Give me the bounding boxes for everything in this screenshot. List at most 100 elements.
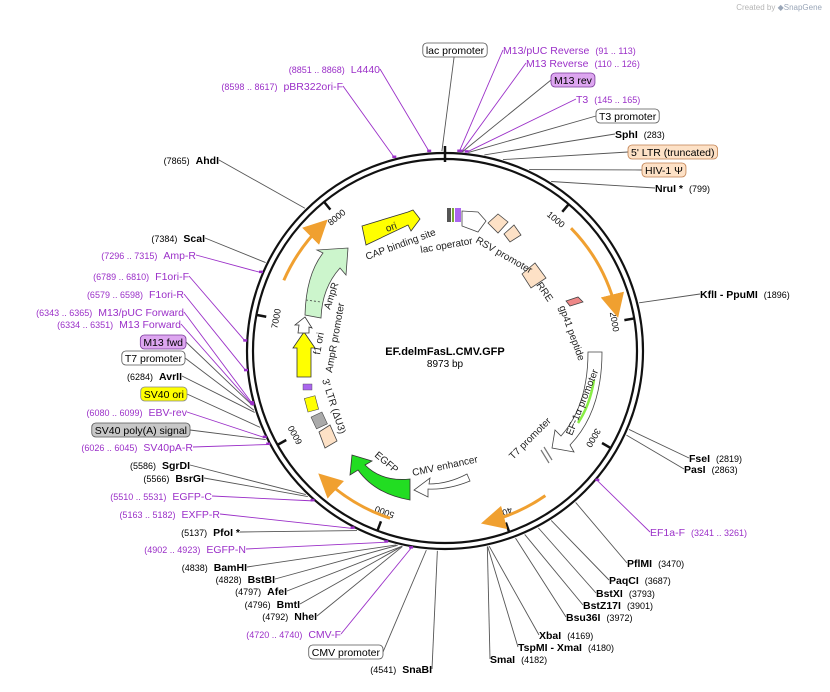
t7-promoter-label: T7 promoter xyxy=(507,415,554,462)
enzyme-position: (4169) xyxy=(567,631,593,641)
cmv-enhancer-label: CMV enhancer xyxy=(411,454,479,479)
label-afei: AfeI(4797) xyxy=(235,586,287,598)
label-m13-fwd: M13 fwd xyxy=(140,335,186,349)
leader-pbr322ori-f xyxy=(343,86,394,158)
leader-kfli-ppumi xyxy=(639,294,700,303)
feature-label: T7 promoter xyxy=(125,353,183,365)
label-t3-promoter: T3 promoter xyxy=(596,109,659,123)
primer-site-mark xyxy=(311,499,315,502)
tick-1000 xyxy=(562,204,568,212)
label-exfp-r: EXFP-R(5163 .. 5182) xyxy=(119,509,220,521)
leader-bstxi xyxy=(538,528,596,593)
primer-name: pBR322ori-F xyxy=(283,81,343,93)
enzyme-position: (283) xyxy=(644,130,665,140)
enzyme-name: TspMI - XmaI xyxy=(518,642,582,654)
rre-label: RRE xyxy=(534,280,555,304)
enzyme-name: KflI - PpuMI xyxy=(700,289,758,301)
enzyme-position: (4828) xyxy=(216,575,242,585)
enzyme-name: PfoI * xyxy=(213,527,241,539)
primer-range: (3241 .. 3261) xyxy=(691,528,747,538)
label-f1ori-r: F1ori-R(6579 .. 6598) xyxy=(87,289,184,301)
enzyme-name: BstZ17I xyxy=(583,600,621,612)
label-sgrdi: SgrDI(5586) xyxy=(130,460,190,472)
enzyme-position: (799) xyxy=(689,184,710,194)
primer-name: Amp-R xyxy=(163,250,196,262)
primer-name: EF1a-F xyxy=(650,527,685,539)
leader-l4440 xyxy=(380,69,429,152)
primer-range: (8598 .. 8617) xyxy=(221,82,277,92)
rsv-promoter-label: RSV promoter xyxy=(474,235,535,277)
ltr3-label: 3' LTR (ΔU3) xyxy=(319,378,347,436)
enzyme-name: ScaI xyxy=(183,233,205,245)
label-lac-promoter: lac promoter xyxy=(423,43,487,57)
primer-site-mark xyxy=(250,401,254,404)
enzyme-position: (1896) xyxy=(764,290,790,300)
label-ebv-rev: EBV-rev(6080 .. 6099) xyxy=(86,407,187,419)
enzyme-position: (3687) xyxy=(645,576,671,586)
label-t7-promoter: T7 promoter xyxy=(122,351,185,365)
primer-range: (4720 .. 4740) xyxy=(246,630,302,640)
snapgene-credit: Created by ◆SnapGene xyxy=(736,3,822,12)
label-bamhi: BamHI(4838) xyxy=(182,562,247,574)
rsv-promoter-feature xyxy=(462,211,486,232)
ltr3-feature xyxy=(319,425,337,448)
label-avrii: AvrII(6284) xyxy=(127,371,182,383)
feature-label: lac promoter xyxy=(426,45,485,57)
leader-sv40pa-r xyxy=(193,445,268,447)
label-xbai: XbaI (4169) xyxy=(539,630,593,642)
primer-site-mark xyxy=(259,271,263,274)
enzyme-name: AhdI xyxy=(196,155,219,167)
leader-snabi xyxy=(432,551,437,669)
label-l4440: L4440 (8851 .. 8868) xyxy=(289,64,380,76)
leader-amp-r xyxy=(196,255,261,273)
feature-label: T3 promoter xyxy=(599,111,657,123)
label-nrui: NruI * (799) xyxy=(655,183,710,195)
label-5-ltr-truncated: 5' LTR (truncated) xyxy=(628,145,718,159)
enzyme-name: Bsu36I xyxy=(566,612,601,624)
label-cmv-promoter: CMV promoter xyxy=(309,645,383,659)
label-bstbi: BstBI (4828) xyxy=(216,574,276,586)
primer-range: (6334 .. 6351) xyxy=(57,320,113,330)
primer-name: M13/pUC Forward xyxy=(98,307,184,319)
label-m13-puc-reverse: M13/pUC Reverse(91 .. 113) xyxy=(503,45,636,57)
label-sv40-ori: SV40 ori xyxy=(141,387,187,401)
enzyme-name: PflMI xyxy=(627,558,652,570)
tick-7000 xyxy=(256,315,266,317)
label-bmti: BmtI(4796) xyxy=(245,599,300,611)
enzyme-name: AvrII xyxy=(159,371,182,383)
primer-range: (8851 .. 8868) xyxy=(289,65,345,75)
label-bstz17i: BstZ17I(3901) xyxy=(583,600,653,612)
cap-site-mark xyxy=(452,208,454,222)
enzyme-position: (2863) xyxy=(712,465,738,475)
gp41-label: gp41 peptide xyxy=(556,304,586,363)
leader-t3 xyxy=(467,99,576,152)
leader-ef1a-f xyxy=(597,481,650,532)
primer-range: (6080 .. 6099) xyxy=(86,408,142,418)
primer-name: CMV-F xyxy=(308,629,341,641)
enzyme-name: BstBI xyxy=(248,574,276,586)
enzyme-name: SmaI xyxy=(490,654,515,666)
label-amp-r: Amp-R(7296 .. 7315) xyxy=(101,250,196,262)
feature-label: HIV-1 Ψ xyxy=(645,165,683,177)
egfp-label: EGFP xyxy=(372,450,400,476)
t7-promoter-mark-right-2 xyxy=(541,450,549,463)
enzyme-name: XbaI xyxy=(539,630,561,642)
enzyme-name: NheI xyxy=(294,611,317,623)
label-snabi: SnaBI(4541) xyxy=(370,664,432,676)
primer-name: F1ori-F xyxy=(155,271,189,283)
tick-label: 6000 xyxy=(286,424,305,446)
label-cmv-f: CMV-F (4720 .. 4740) xyxy=(246,629,341,641)
enzyme-name: NruI * xyxy=(655,183,684,195)
f1-ori-label: f1 ori xyxy=(312,332,327,356)
leader-avrii xyxy=(182,376,255,412)
feature-label: CMV promoter xyxy=(312,647,381,659)
primer-range: (6789 .. 6810) xyxy=(93,272,149,282)
ltr5-feature xyxy=(488,214,508,233)
primer-name: SV40pA-R xyxy=(143,442,193,454)
label-kfli-ppumi: KflI - PpuMI (1896) xyxy=(700,289,790,301)
primer-name: L4440 xyxy=(351,64,380,76)
primer-name: M13 Forward xyxy=(119,319,181,331)
primer-range: (5163 .. 5182) xyxy=(119,510,175,520)
tick-label: 2000 xyxy=(608,311,621,332)
